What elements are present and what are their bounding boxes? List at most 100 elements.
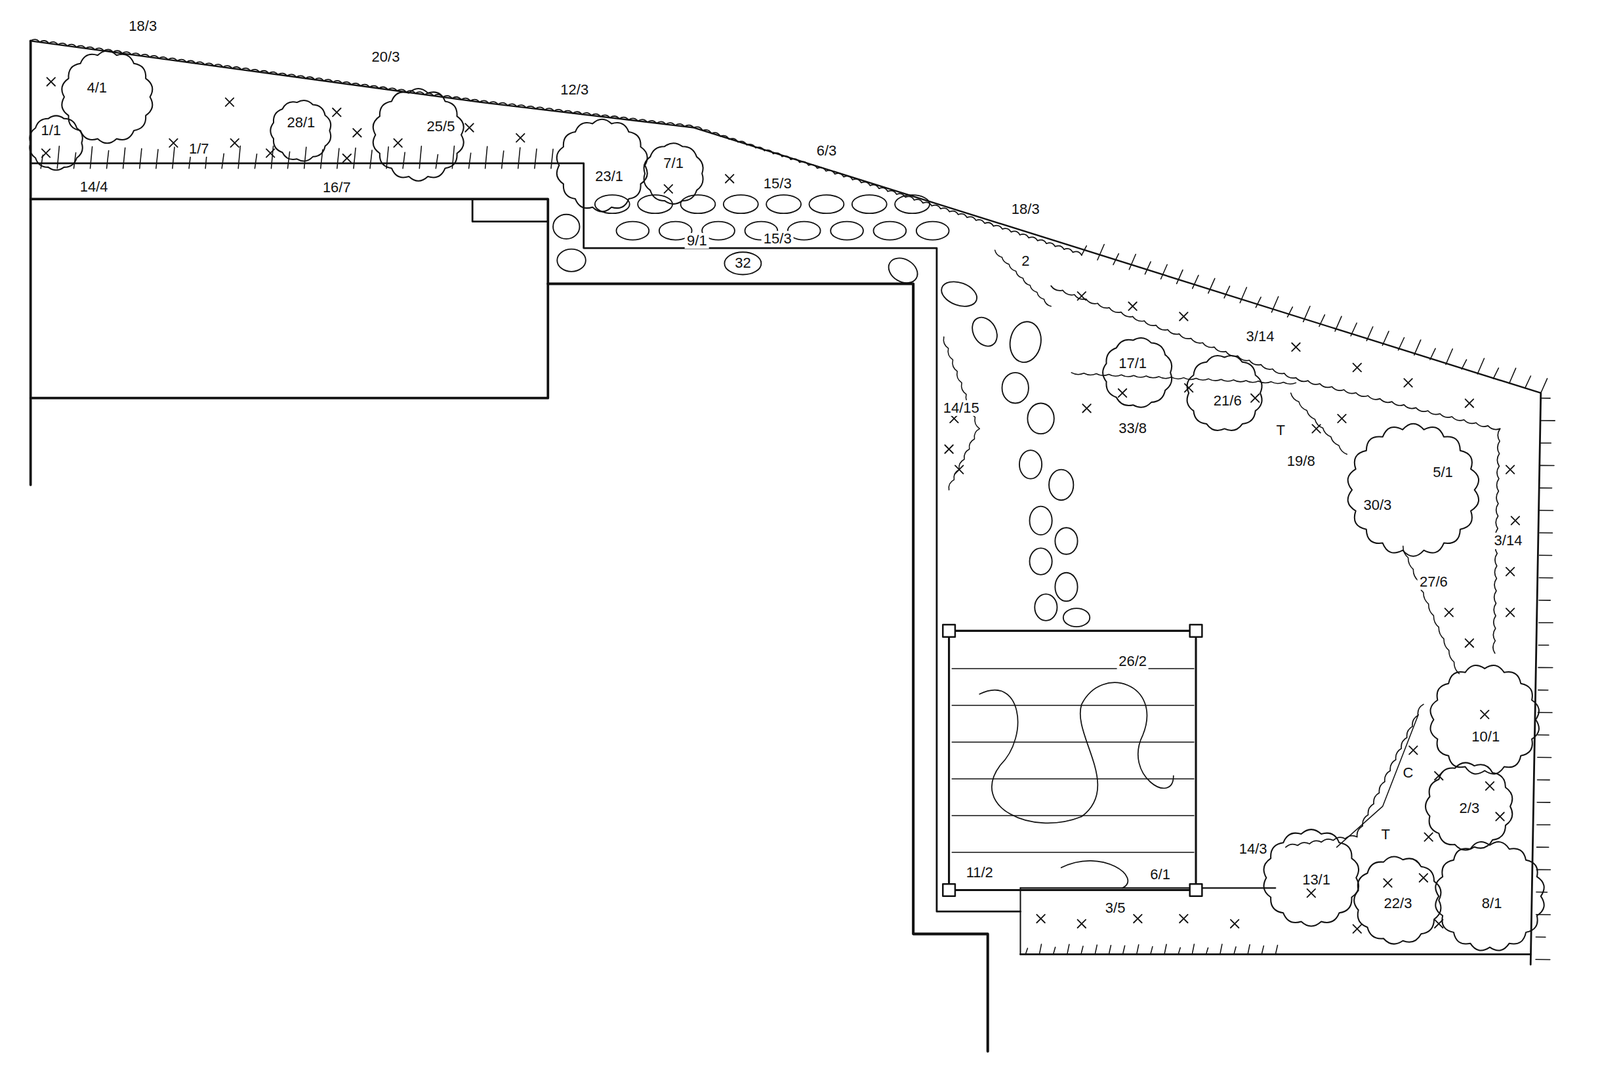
plant-cross	[1077, 291, 1086, 300]
plant-label: 2	[1019, 253, 1032, 269]
plant-label: 25/5	[425, 118, 458, 135]
plant-cross	[1465, 398, 1474, 407]
plant-label: 28/1	[284, 114, 317, 131]
plant-cross	[1353, 924, 1362, 933]
plant-label: 16/7	[320, 179, 353, 196]
plant-label: 14/3	[1237, 841, 1270, 857]
stepping-stone	[916, 221, 950, 241]
plant-cross	[664, 184, 673, 193]
stepping-stone	[1048, 469, 1074, 501]
plant-label: 18/3	[1009, 201, 1042, 218]
hedge-line	[30, 39, 1082, 256]
stepping-stone	[616, 221, 650, 241]
hedge-line	[1071, 372, 1296, 384]
hedge-line	[1403, 545, 1460, 674]
stepping-stone	[967, 312, 1003, 351]
plant-label: C	[1401, 764, 1416, 780]
stepping-stone	[1029, 506, 1052, 536]
plant-cross	[1495, 812, 1504, 821]
plant-label: 3/14	[1244, 328, 1277, 345]
plant-cross	[266, 148, 275, 157]
climber-outline	[979, 682, 1174, 888]
post	[942, 883, 956, 897]
plant-cross	[1077, 919, 1086, 928]
plant-label: 14/15	[941, 400, 982, 416]
pergola	[949, 630, 1196, 890]
plant-label: 15/3	[761, 230, 794, 247]
plant-cross	[332, 108, 341, 117]
plant-label: T	[1379, 826, 1393, 843]
plant-label: 26/2	[1116, 653, 1149, 670]
plant-label: 17/1	[1116, 355, 1149, 372]
grass-spikes	[1535, 398, 1555, 960]
hedge-line	[995, 249, 1052, 307]
stepping-stone	[766, 194, 801, 214]
post	[1189, 883, 1203, 897]
plant-cross	[1291, 343, 1300, 351]
plant-cross	[955, 465, 964, 473]
plant-cross	[1184, 383, 1193, 392]
shrub-outline	[1430, 665, 1539, 774]
plant-cross	[1118, 389, 1127, 397]
plant-cross	[352, 128, 361, 137]
plant-cross	[465, 123, 473, 132]
plan-line	[1336, 714, 1419, 847]
plan-line	[29, 40, 33, 485]
post	[942, 624, 956, 637]
shrub-outline	[1348, 423, 1479, 557]
shrub-outline	[1102, 337, 1172, 408]
hedge-line	[1291, 392, 1348, 454]
stepping-stone	[1027, 403, 1054, 435]
plant-label: 32	[732, 255, 753, 271]
shrub-outline	[556, 119, 648, 212]
shrub-outline	[1435, 841, 1544, 950]
plant-cross	[1383, 878, 1392, 887]
post	[1189, 624, 1203, 637]
stepping-stone	[938, 276, 981, 311]
plant-cross	[944, 444, 953, 453]
plan-line	[951, 741, 1194, 743]
stepping-stone	[884, 253, 923, 288]
plant-label: 33/8	[1116, 420, 1149, 437]
plant-cross	[41, 148, 50, 157]
stepping-stone	[553, 214, 580, 239]
plant-label: T	[1273, 422, 1287, 439]
plan-line	[951, 667, 1194, 670]
plant-label: 11/2	[964, 864, 996, 881]
shrub-outline	[270, 100, 331, 162]
stepping-stone	[1006, 318, 1045, 365]
plant-cross	[1445, 608, 1454, 616]
stepping-stone	[1001, 372, 1028, 404]
plan-line	[30, 198, 549, 398]
plant-label: 23/1	[593, 168, 626, 185]
plant-cross	[1506, 608, 1515, 616]
plant-cross	[1179, 914, 1188, 923]
plan-line	[951, 778, 1194, 780]
stepping-stone	[1063, 608, 1090, 627]
grass-spikes	[40, 146, 554, 169]
plant-cross	[225, 97, 234, 106]
plant-label: 8/1	[1479, 895, 1505, 912]
shrub-outline	[373, 88, 464, 182]
plant-label: 6/1	[1148, 866, 1173, 883]
plant-cross	[1511, 516, 1520, 525]
plant-cross	[1434, 771, 1443, 780]
plant-label: 2/3	[1457, 800, 1482, 817]
plant-label: 7/1	[661, 155, 686, 172]
plant-cross	[1179, 312, 1188, 321]
plant-label: 30/3	[1361, 497, 1394, 513]
plant-label: 14/4	[78, 179, 111, 195]
plant-cross	[1419, 873, 1428, 882]
plant-cross	[1133, 914, 1142, 923]
stepping-stone	[556, 249, 586, 272]
plant-cross	[1409, 745, 1417, 754]
plant-label: 1/1	[38, 122, 63, 139]
plant-cross	[1036, 914, 1045, 923]
plan-line	[30, 163, 1021, 912]
plant-label: 5/1	[1430, 464, 1456, 481]
plant-cross	[1506, 567, 1515, 576]
plant-cross	[1251, 394, 1259, 403]
stepping-stone	[723, 194, 759, 214]
